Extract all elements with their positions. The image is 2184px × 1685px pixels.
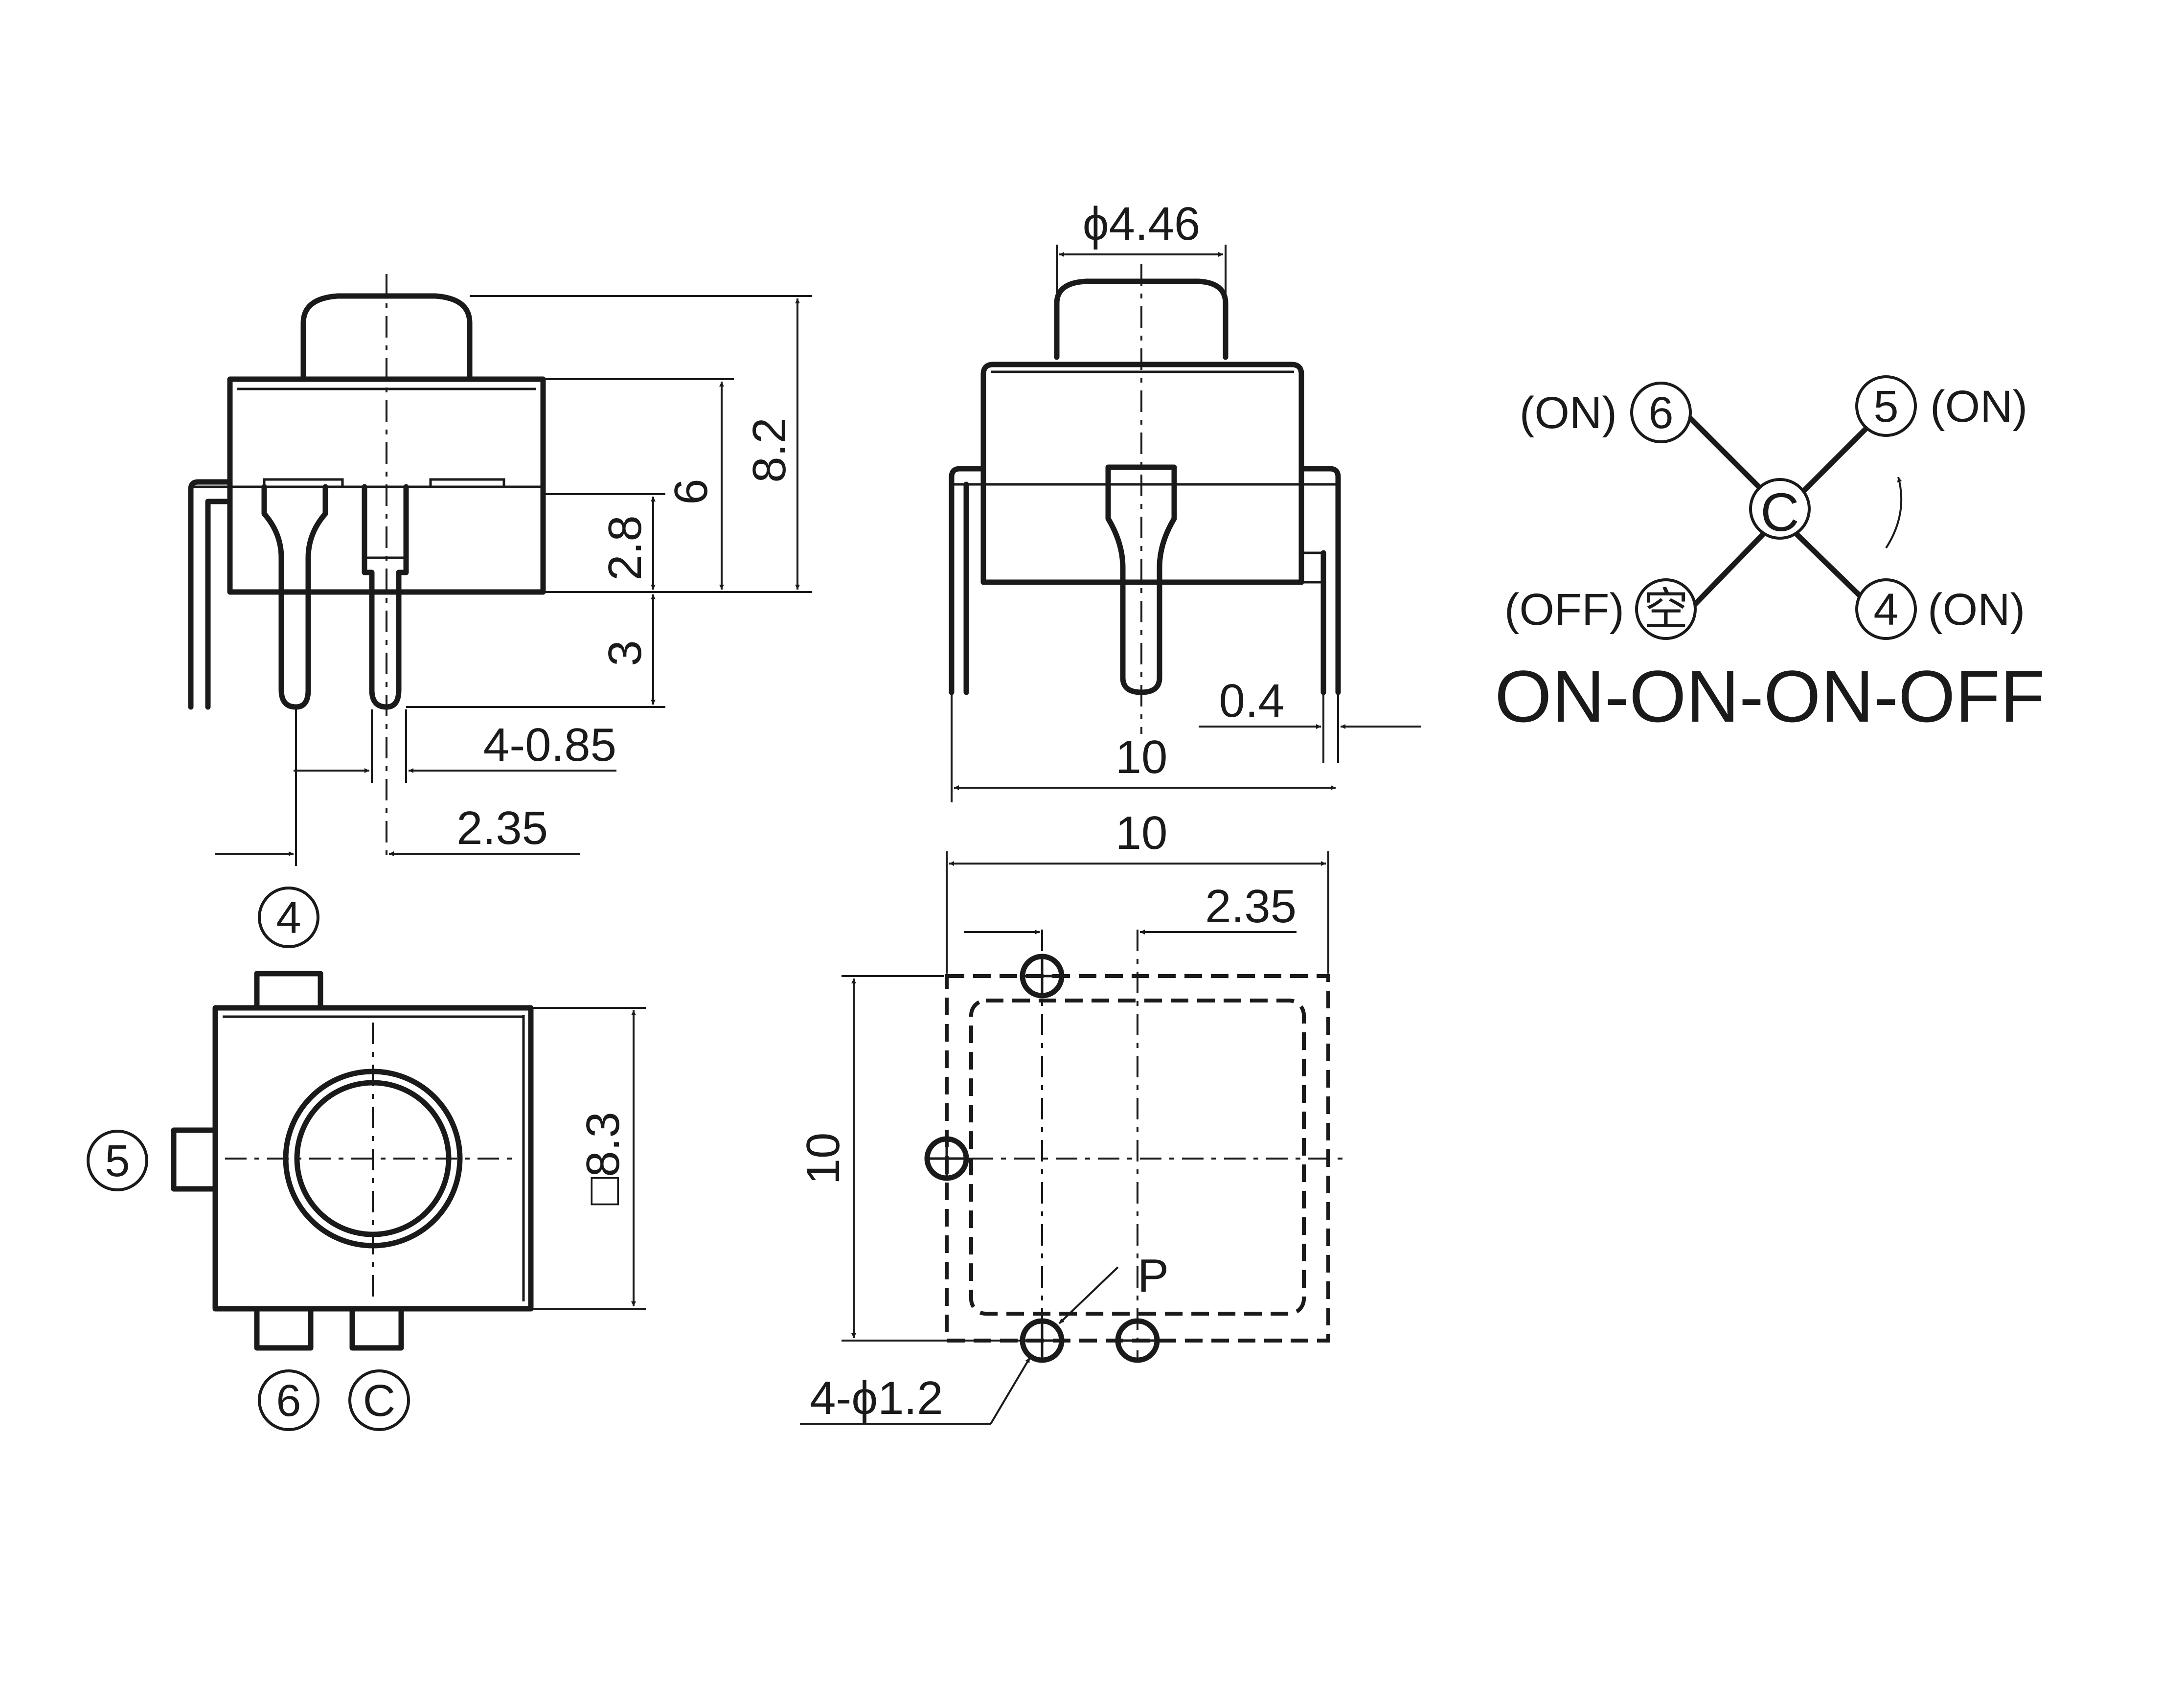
node-5-label: 5 — [1873, 382, 1898, 432]
terminal-5-label: 5 — [105, 1136, 130, 1186]
dim-hole-spec: 4-ϕ1.2 — [810, 1372, 943, 1424]
pcb-hole — [1115, 1318, 1160, 1363]
pcb-hole — [924, 1136, 969, 1181]
terminal-6-marker: 6 — [258, 1369, 319, 1431]
front-view: ϕ4.46 0.4 10 — [949, 198, 1421, 802]
node-4: 4 — [1855, 578, 1917, 640]
dim-pin-width: 4-0.85 — [483, 719, 616, 771]
p-label: P — [1138, 1250, 1169, 1302]
dim-pcb-width: 10 — [1115, 807, 1168, 859]
dim-pcb-pitch: 2.35 — [1205, 880, 1297, 933]
terminal-c-label: C — [363, 1376, 395, 1426]
switch-sequence: ON-ON-ON-OFF — [1495, 655, 2045, 737]
node-empty: 空 — [1635, 578, 1697, 640]
center-label: C — [1760, 482, 1799, 543]
node-6-label: 6 — [1648, 388, 1673, 438]
dim-button-diameter: ϕ4.46 — [1083, 198, 1201, 250]
pcb-hole — [1020, 1318, 1065, 1363]
node-empty-state: (OFF) — [1504, 585, 1624, 635]
node-5: 5 — [1855, 375, 1917, 437]
dim-height-upper: 2.8 — [599, 515, 651, 580]
dim-front-width: 10 — [1115, 731, 1168, 783]
dim-height-pin: 3 — [599, 640, 651, 666]
dim-height-body: 6 — [665, 478, 717, 504]
terminal-6-label: 6 — [276, 1376, 301, 1426]
dim-height-total: 8.2 — [743, 417, 796, 482]
dim-lead-thickness: 0.4 — [1219, 675, 1284, 727]
dim-square-size: □8.3 — [577, 1112, 629, 1205]
node-6: 6 — [1630, 382, 1692, 443]
node-4-state: (ON) — [1928, 585, 2025, 635]
terminal-c-marker: C — [348, 1369, 410, 1431]
side-view: 8.2 6 2.8 3 4-0.85 2.35 — [188, 274, 812, 866]
node-6-state: (ON) — [1520, 388, 1617, 438]
terminal-5-marker: 5 — [87, 1130, 148, 1191]
switch-schematic: C 6 (ON) 5 (ON) 空 (OFF) 4 (ON) ON-ON-ON-… — [1495, 375, 2045, 737]
top-view: □8.3 4 5 6 C — [87, 887, 646, 1431]
terminal-4-marker: 4 — [258, 887, 319, 948]
terminal-4-label: 4 — [276, 893, 301, 943]
pcb-layout: 10 2.35 10 P 4-ϕ1.2 — [797, 807, 1350, 1425]
pcb-hole — [1020, 954, 1065, 999]
node-5-state: (ON) — [1930, 382, 2027, 432]
node-empty-label: 空 — [1643, 585, 1688, 635]
dim-pcb-height: 10 — [797, 1133, 849, 1185]
dim-pin-pitch: 2.35 — [456, 802, 548, 854]
node-4-label: 4 — [1873, 585, 1898, 635]
center-node: C — [1749, 478, 1811, 543]
